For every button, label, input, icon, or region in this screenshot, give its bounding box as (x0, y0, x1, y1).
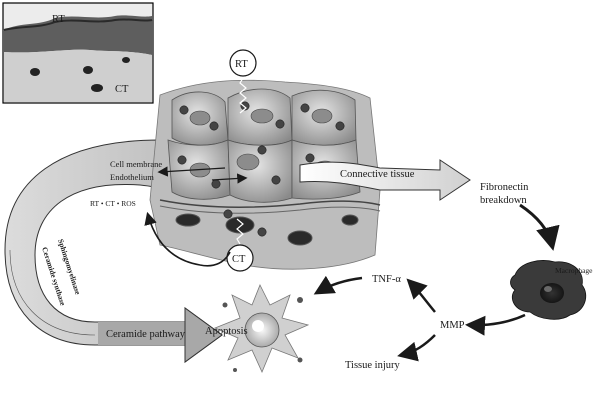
ros-dot (177, 155, 187, 165)
ros-dot (179, 105, 189, 115)
ros-dot (300, 103, 310, 113)
ros-dot (275, 119, 285, 129)
tissue-injury-label: Tissue injury (345, 360, 401, 371)
ros-dot (209, 121, 219, 131)
radiation-wave (239, 77, 247, 114)
tissue-block (149, 79, 381, 270)
macrophage-to-mmp-arrow (465, 313, 526, 336)
rt-circle-label: RT (235, 59, 248, 70)
inset-panel: RT CT (2, 2, 154, 104)
ros-arrow-tail (199, 251, 231, 267)
cell-membrane-arrow (157, 166, 226, 177)
mmp-to-tissue-injury-arrow (397, 334, 436, 362)
inset-ct-label: CT (115, 84, 129, 95)
mmp-to-tnf-arrow (406, 278, 436, 313)
ros-dot (257, 227, 267, 237)
radiation-wave (236, 218, 244, 245)
breakdown-label: breakdown (480, 195, 527, 206)
endothelium-label: Endothelium (110, 172, 154, 182)
connective-tissue-arrow (299, 159, 471, 201)
rt-ct-ros-label: RT • CT • ROS (90, 199, 136, 208)
ceramide-pathway-band (98, 322, 185, 345)
apoptotic-cell (213, 284, 310, 374)
macrophage-cell (510, 260, 587, 320)
macrophage-label: Macrophage (555, 266, 593, 275)
tnf-to-apoptosis-arrow (313, 275, 363, 295)
ros-dot (271, 175, 281, 185)
blood-vessel (341, 214, 359, 226)
ros-arrow (144, 211, 201, 266)
ros-dot (223, 209, 233, 219)
blood-vessel (287, 230, 313, 246)
cell-membrane-label: Cell membrane (110, 159, 162, 169)
blood-vessel (225, 216, 255, 234)
connective-tissue-label: Connective tissue (340, 169, 415, 180)
blood-vessel (175, 213, 201, 227)
inset-rt-label: RT (52, 14, 65, 25)
ct-circle-label: CT (232, 254, 246, 265)
mmp-label: MMP (440, 320, 465, 331)
ros-dot (305, 153, 315, 163)
rt-circle: RT (229, 49, 257, 77)
fibronectin-to-macrophage-arrow (519, 203, 560, 251)
ros-dot (240, 101, 250, 111)
ros-dot (257, 145, 267, 155)
apoptosis-label: Apoptosis (205, 326, 248, 337)
ceramide-pathway-arrow (4, 139, 223, 363)
ct-circle: CT (226, 244, 254, 272)
tnf-alpha-label: TNF-α (372, 274, 401, 285)
ros-dot (211, 179, 221, 189)
ros-dot (335, 121, 345, 131)
endothelium-arrow (211, 173, 248, 184)
fibronectin-label: Fibronectin (480, 182, 529, 193)
ceramide-pathway-label: Ceramide pathway (106, 329, 186, 340)
